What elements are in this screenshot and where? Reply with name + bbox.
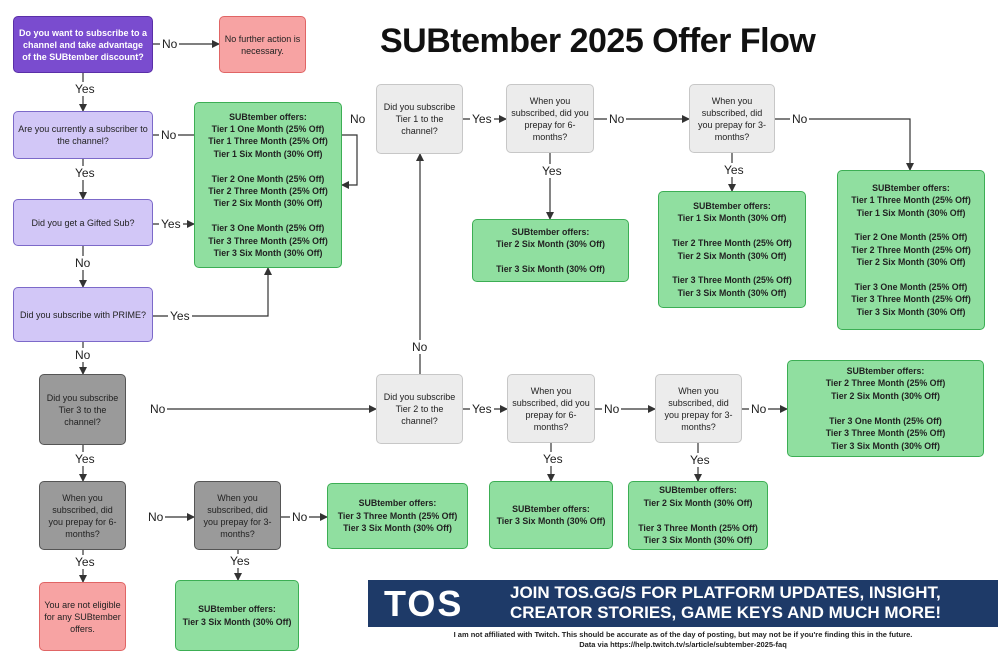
question-gifted-sub: Did you get a Gifted Sub? bbox=[13, 199, 153, 246]
offers-tier2-prepaid-3-months: SUBtember offers: Tier 2 Six Month (30% … bbox=[628, 481, 768, 550]
promo-banner: TOS JOIN TOS.GG/S FOR PLATFORM UPDATES, … bbox=[368, 580, 998, 627]
edge-label-yes: Yes bbox=[73, 555, 97, 569]
offers-tier1-no-prepay: SUBtember offers: Tier 1 Three Month (25… bbox=[837, 170, 985, 330]
edge-label-no: No bbox=[607, 112, 627, 126]
edge-label-no: No bbox=[348, 112, 368, 126]
offers-tier1-prepaid-6-months: SUBtember offers: Tier 2 Six Month (30% … bbox=[472, 219, 629, 282]
disclaimer: I am not affiliated with Twitch. This sh… bbox=[453, 630, 913, 639]
edge-label-yes: Yes bbox=[540, 164, 564, 178]
question-tier1-prepay-6-months: When you subscribed, did you prepay for … bbox=[506, 84, 594, 153]
edge-label-yes: Yes bbox=[541, 452, 565, 466]
question-prime: Did you subscribe with PRIME? bbox=[13, 287, 153, 342]
question-tier1: Did you subscribe Tier 1 to the channel? bbox=[376, 84, 463, 154]
edge-label-no: No bbox=[148, 402, 168, 416]
question-tier3: Did you subscribe Tier 3 to the channel? bbox=[39, 374, 126, 445]
edge-label-no: No bbox=[790, 112, 810, 126]
edge-label-no: No bbox=[146, 510, 166, 524]
edge-label-no: No bbox=[160, 37, 180, 51]
edge-label-no: No bbox=[159, 128, 179, 142]
question-tier3-prepay-6-months: When you subscribed, did you prepay for … bbox=[39, 481, 126, 550]
offers-tier3-prepaid-3-months: SUBtember offers: Tier 3 Six Month (30% … bbox=[175, 580, 299, 651]
question-tier2-prepay-6-months: When you subscribed, did you prepay for … bbox=[507, 374, 595, 443]
question-tier2-prepay-3-months: When you subscribed, did you prepay for … bbox=[655, 374, 742, 443]
edge-label-no: No bbox=[73, 256, 93, 270]
edge-label-yes: Yes bbox=[159, 217, 183, 231]
question-current-subscriber: Are you currently a subscriber to the ch… bbox=[13, 111, 153, 159]
edge-label-yes: Yes bbox=[228, 554, 252, 568]
edge-label-yes: Yes bbox=[73, 82, 97, 96]
edge-label-yes: Yes bbox=[470, 402, 494, 416]
edge-label-yes: Yes bbox=[168, 309, 192, 323]
edge-t1-3m-no bbox=[775, 118, 914, 171]
not-eligible: You are not eligible for any SUBtember o… bbox=[39, 582, 126, 651]
offers-all-tiers: SUBtember offers: Tier 1 One Month (25% … bbox=[194, 102, 342, 268]
edge-label-no: No bbox=[602, 402, 622, 416]
edge-label-yes: Yes bbox=[688, 453, 712, 467]
edge-label-yes: Yes bbox=[73, 166, 97, 180]
no-further-action: No further action is necessary. bbox=[219, 16, 306, 73]
banner-text: JOIN TOS.GG/S FOR PLATFORM UPDATES, INSI… bbox=[510, 583, 942, 622]
offers-tier2-no-prepay: SUBtember offers: Tier 2 Three Month (25… bbox=[787, 360, 984, 457]
edge-label-no: No bbox=[410, 340, 430, 354]
page-title: SUBtember 2025 Offer Flow bbox=[380, 22, 816, 60]
offers-tier3-no-prepay: SUBtember offers: Tier 3 Three Month (25… bbox=[327, 483, 468, 549]
question-tier2: Did you subscribe Tier 2 to the channel? bbox=[376, 374, 463, 444]
question-tier3-prepay-3-months: When you subscribed, did you prepay for … bbox=[194, 481, 281, 550]
tos-logo: TOS bbox=[384, 583, 464, 624]
edge-label-yes: Yes bbox=[722, 163, 746, 177]
edge-label-no: No bbox=[749, 402, 769, 416]
edge-label-yes: Yes bbox=[470, 112, 494, 126]
edge-label-yes: Yes bbox=[73, 452, 97, 466]
edge-label-no: No bbox=[290, 510, 310, 524]
offers-tier1-prepaid-3-months: SUBtember offers: Tier 1 Six Month (30% … bbox=[658, 191, 806, 308]
edge-label-no: No bbox=[73, 348, 93, 362]
data-source: Data via https://help.twitch.tv/s/articl… bbox=[579, 640, 787, 649]
question-tier1-prepay-3-months: When you subscribed, did you prepay for … bbox=[689, 84, 775, 153]
question-want-to-subscribe: Do you want to subscribe to a channel an… bbox=[13, 16, 153, 73]
offers-tier2-prepaid-6-months: SUBtember offers: Tier 3 Six Month (30% … bbox=[489, 481, 613, 549]
